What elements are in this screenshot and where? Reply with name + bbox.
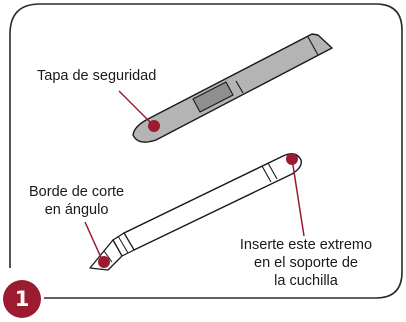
blade-bevel-line (103, 250, 113, 263)
cap-tip-ring (307, 36, 319, 56)
callout-label-safety-cap: Tapa de seguridad (37, 67, 156, 85)
cap-rim-line (235, 80, 244, 94)
leader-line-cap (118, 90, 155, 127)
callout-line: en ángulo (44, 202, 109, 218)
step-number: 1 (14, 287, 30, 311)
panel-frame (9, 3, 403, 299)
leader-line-insert (291, 158, 305, 237)
blade-ring-1 (261, 165, 272, 183)
callout-line: Inserte este extremo (239, 237, 373, 253)
step-number-badge: 1 (3, 280, 41, 318)
callout-label-cutting-edge: Borde de corte en ángulo (29, 183, 124, 219)
safety-cap (132, 33, 333, 143)
callout-dot-insert (286, 153, 298, 165)
callout-line: en el soporte de (254, 255, 358, 271)
callout-dot-cap (148, 120, 160, 132)
blade-collar-line (117, 235, 129, 254)
callout-line: Tapa de seguridad (37, 68, 157, 84)
callout-dot-edge (98, 256, 110, 268)
callout-line: Borde de corte (29, 184, 125, 200)
cap-body (132, 33, 333, 143)
blade-ring-2 (267, 162, 278, 180)
blade-cutting-tip (89, 239, 123, 271)
cap-grip-band (192, 81, 234, 113)
callout-label-insert-end: Inserte este extremo en el soporte de la… (212, 236, 400, 290)
callout-line: la cuchilla (274, 273, 338, 289)
leader-line-edge (84, 221, 104, 263)
